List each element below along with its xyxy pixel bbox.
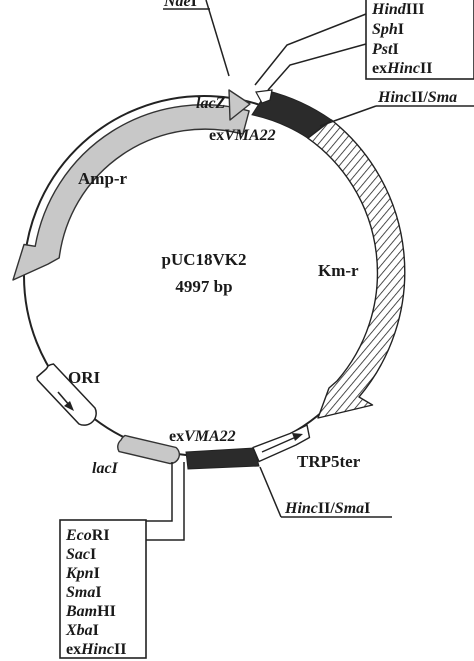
label-ori: ORI xyxy=(68,368,101,387)
km-r-arrow xyxy=(307,119,406,419)
mcs-top-arrow xyxy=(255,89,273,104)
label-trp5ter: TRP5ter xyxy=(297,452,361,471)
exvma22-bottom-block xyxy=(185,447,260,470)
label-lacz: lacZ xyxy=(196,95,226,112)
site-ecori: EcoRI xyxy=(65,527,110,544)
site-box-bottom-left xyxy=(59,519,147,659)
leader-top-left xyxy=(205,0,230,77)
label-laci: lacI xyxy=(92,460,119,477)
plasmid-size: 4997 bp xyxy=(175,277,232,296)
site-box-top-right xyxy=(365,0,474,80)
site-hindiii: HindIII xyxy=(371,1,424,18)
leader-top-right-b xyxy=(267,43,367,91)
site-sphi: SphI xyxy=(372,21,404,38)
label-exvma22-bottom: exVMA22 xyxy=(169,428,236,445)
leader-hinc-bottom xyxy=(259,466,282,518)
trp5ter-direction-line xyxy=(261,436,297,453)
site-xbai: XbaI xyxy=(65,622,99,639)
label-km-r: Km-r xyxy=(318,261,359,280)
site-bamhi: BamHI xyxy=(65,603,116,620)
site-psti: PstI xyxy=(371,41,399,58)
site-saci: SacI xyxy=(66,546,96,563)
site-hinc-sma-top: HincII/Sma xyxy=(377,89,457,106)
site-exhincii-bottom: exHincII xyxy=(66,641,126,658)
ori-direction-head xyxy=(64,401,74,411)
plasmid-name: pUC18VK2 xyxy=(161,250,246,269)
label-exvma22-top: exVMA22 xyxy=(209,127,276,144)
leader-hinc-top xyxy=(319,105,377,127)
site-smai: SmaI xyxy=(66,584,102,601)
leader-bottom-left-b xyxy=(145,462,185,541)
site-exhincii-top: exHincII xyxy=(372,60,432,77)
ori-arrow xyxy=(36,363,97,426)
site-kpni: KpnI xyxy=(65,565,100,582)
amp-r-arrow xyxy=(12,104,250,281)
label-amp-r: Amp-r xyxy=(78,169,128,188)
lacz-arrow xyxy=(228,89,251,121)
site-label-top-left: NdeI xyxy=(163,0,197,10)
site-hinc-sma-bottom: HincII/SmaI xyxy=(284,500,370,517)
leader-top-right-a xyxy=(254,13,367,86)
laci-segment xyxy=(117,434,180,465)
trp5ter-direction-head xyxy=(292,433,303,441)
leader-bottom-left-a xyxy=(145,462,173,522)
